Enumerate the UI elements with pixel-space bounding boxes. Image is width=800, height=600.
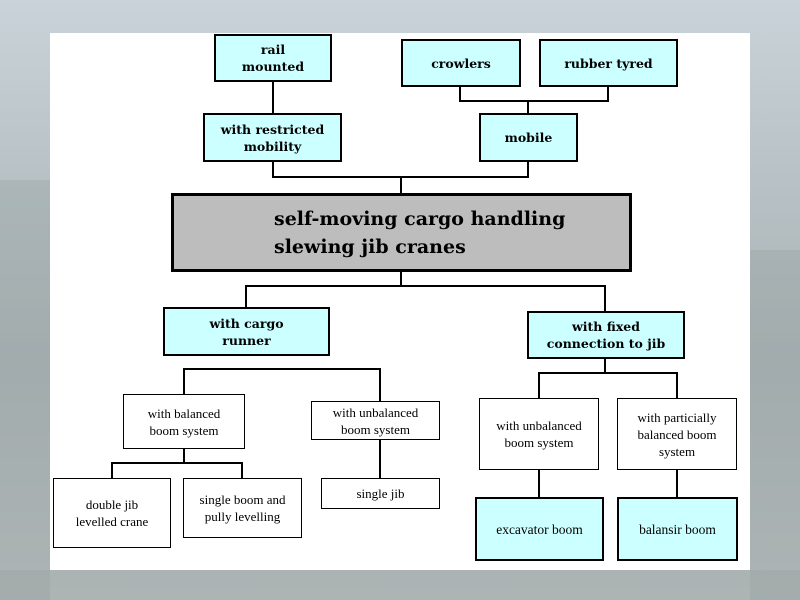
connector (538, 372, 678, 398)
node-label: crowlers (431, 55, 491, 71)
node-double-jib: double jib levelled crane (53, 478, 171, 548)
background-ground (0, 570, 800, 600)
node-label: with unbalanced boom system (496, 418, 582, 450)
node-restricted-mobility: with restricted mobility (203, 113, 342, 162)
node-label: rail mounted (241, 42, 305, 74)
connector (183, 368, 381, 401)
node-single-jib: single jib (321, 478, 440, 509)
connector (272, 162, 529, 178)
main-title-label: self-moving cargo handling slewing jib c… (274, 207, 566, 258)
node-label: with particially balanced boom system (637, 409, 717, 459)
node-unbalanced-boom-right: with unbalanced boom system (479, 398, 599, 470)
node-partially-balanced: with particially balanced boom system (617, 398, 737, 470)
node-label: double jib levelled crane (75, 497, 149, 529)
node-label: rubber tyred (564, 55, 653, 71)
connector (459, 87, 609, 102)
node-label: single jib (356, 486, 405, 501)
node-label: with cargo runner (209, 315, 284, 348)
node-label: balansir boom (639, 521, 716, 537)
node-unbalanced-boom-left: with unbalanced boom system (311, 401, 440, 440)
node-rubber-tyred: rubber tyred (539, 39, 678, 87)
node-label: with restricted mobility (220, 121, 325, 154)
node-label: with balanced boom system (147, 405, 221, 438)
node-label: excavator boom (496, 521, 583, 537)
connector (111, 462, 243, 478)
node-crowlers: crowlers (401, 39, 521, 87)
node-single-boom-pully: single boom and pully levelling (183, 478, 302, 538)
node-mobile: mobile (479, 113, 578, 162)
node-label: mobile (504, 130, 553, 145)
background-building (750, 250, 800, 600)
node-cargo-runner: with cargo runner (163, 307, 330, 356)
node-excavator-boom: excavator boom (475, 497, 604, 561)
node-label: with unbalanced boom system (332, 404, 419, 437)
node-balanced-boom: with balanced boom system (123, 394, 245, 449)
background-building (0, 180, 50, 600)
connector (245, 285, 606, 311)
node-fixed-connection: with fixed connection to jib (527, 311, 685, 359)
node-label: single boom and pully levelling (199, 492, 286, 524)
node-balansir-boom: balansir boom (617, 497, 738, 561)
main-title-box: self-moving cargo handling slewing jib c… (171, 193, 632, 272)
node-label: with fixed connection to jib (546, 319, 666, 351)
node-rail-mounted: rail mounted (214, 34, 332, 82)
